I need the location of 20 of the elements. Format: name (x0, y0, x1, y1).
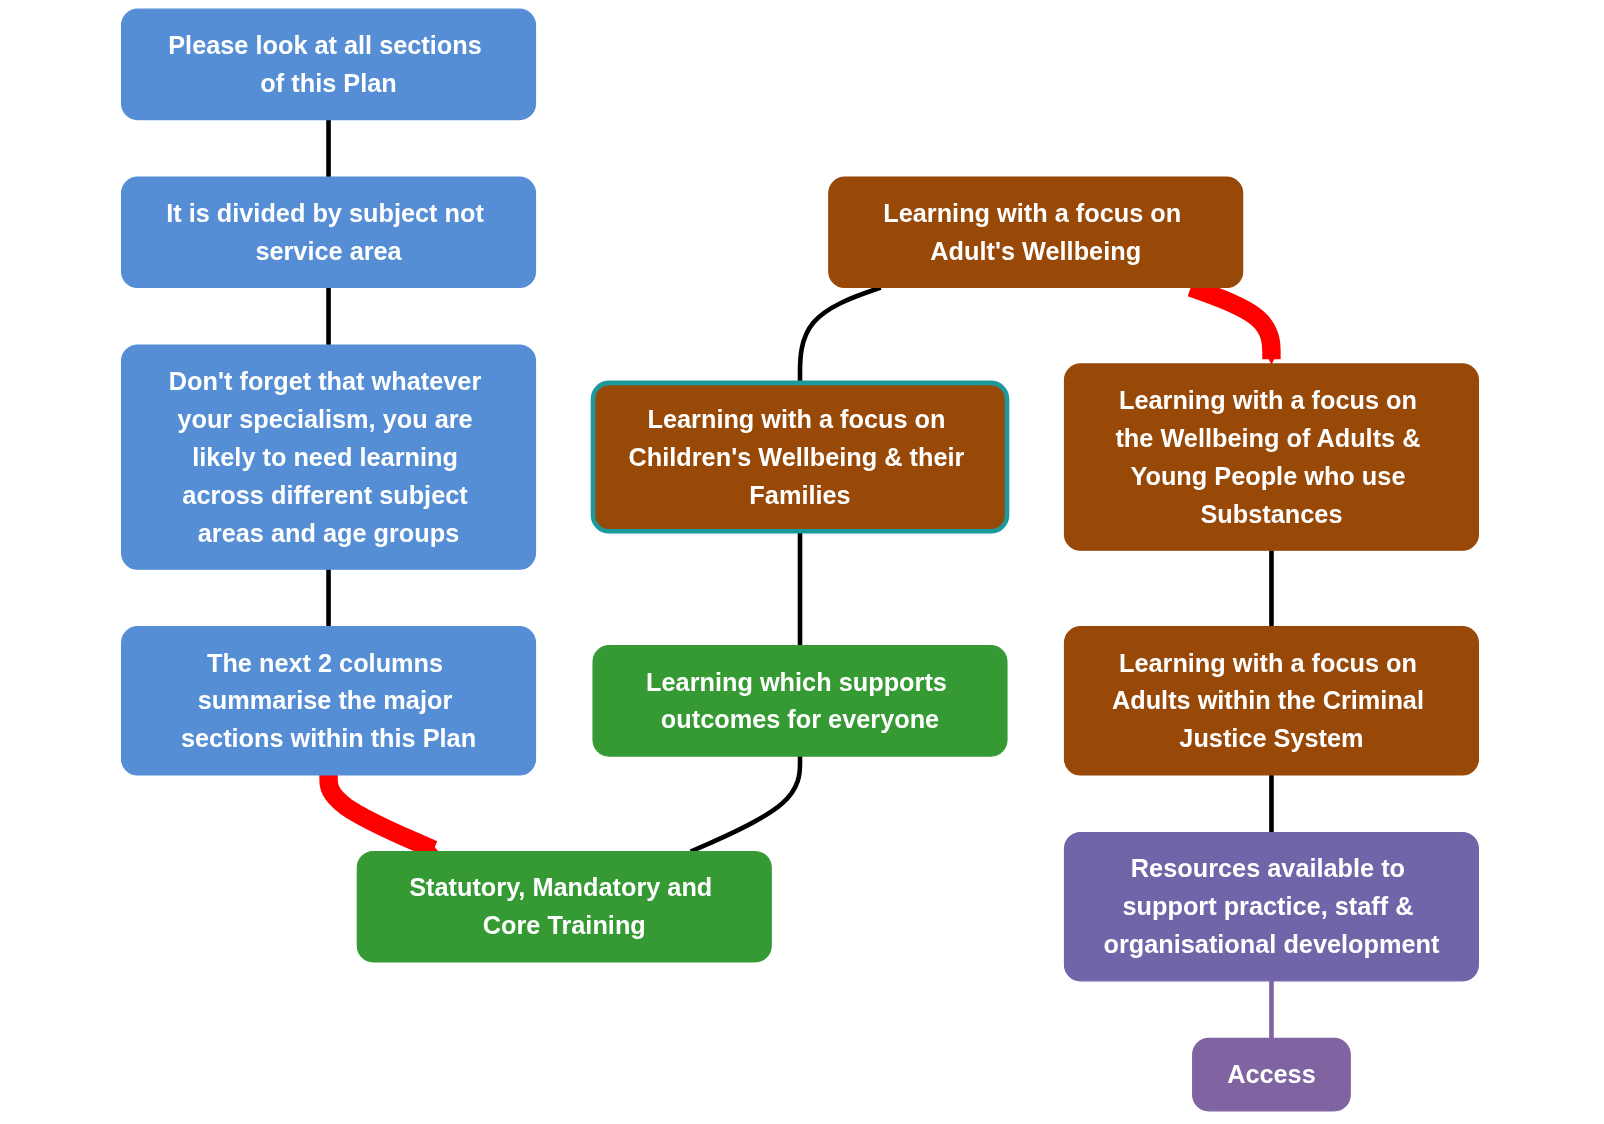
node-box: Statutory, Mandatory and Core Training (356, 850, 772, 963)
node-box: Learning which supports outcomes for everyone (592, 645, 1008, 757)
connector (326, 569, 331, 627)
connector (1269, 980, 1274, 1039)
node-box: Access (1192, 1037, 1351, 1112)
node-box: Don't forget that whatever your specialism, you are likely to need learning across different subject areas and age groups (121, 344, 537, 570)
node-box: The next 2 columns summarise the major sections within this Plan (121, 626, 537, 776)
node-box: Learning with a focus on the Wellbeing of Adults & Young People who use Substances (1063, 363, 1479, 551)
connector (1269, 550, 1274, 627)
connector (1269, 775, 1274, 833)
node-box: Resources available to support practice, staff & organisational development (1063, 831, 1479, 982)
node-box: It is divided by subject not service area (121, 176, 537, 289)
node-box: Learning with a focus on Children's Wellbeing & their Families (590, 380, 1010, 534)
connector (326, 287, 331, 345)
node-box: Learning with a focus on Adults within the Criminal Justice System (1063, 626, 1479, 776)
connector (326, 119, 331, 178)
node-box: Please look at all sections of this Plan (121, 8, 537, 121)
connector (797, 285, 882, 383)
connector (797, 531, 803, 646)
node-box: Learning with a focus on Adult's Wellbeing (828, 176, 1244, 289)
